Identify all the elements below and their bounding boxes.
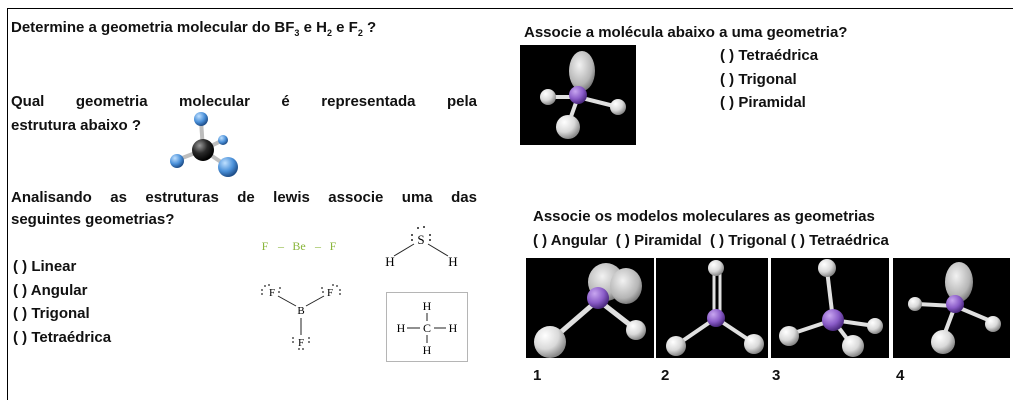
q1-subscript-3: 3 (294, 28, 300, 38)
ch4-h-left: H (397, 321, 406, 335)
question-5-title: Associe os modelos moleculares as geomet… (533, 208, 875, 225)
word: das (451, 189, 477, 206)
word: associe (328, 189, 384, 206)
word: de (237, 189, 255, 206)
question-2-line-1: Qual geometria molecular é representada … (11, 92, 477, 111)
question-3-line-1: Analisando as estruturas de lewis associ… (11, 188, 477, 207)
model-3-image (771, 258, 889, 358)
q4-option-piramidal[interactable]: ( ) Piramidal (720, 94, 806, 111)
lewis-h2s: S H H (385, 226, 458, 269)
bf3-f-left: F (269, 287, 275, 299)
word: molecular (179, 93, 250, 110)
bef2-f-left: F (262, 239, 269, 253)
bf3-f-bottom: F (298, 337, 304, 349)
word: geometria (75, 93, 148, 110)
option-linear[interactable]: ( ) Linear (13, 258, 77, 275)
word: uma (401, 189, 433, 206)
ch4-h-bottom: H (423, 343, 432, 357)
word: lewis (273, 189, 310, 206)
q1-subscript-2b: 2 (357, 28, 363, 38)
ch4-h-right: H (449, 321, 458, 335)
q1-suffix: ? (362, 19, 377, 36)
question-2-line-2: estrutura abaixo ? (11, 117, 142, 134)
bf3-f-right: F (327, 287, 333, 299)
frame-left-border (7, 8, 8, 400)
trigonal-molecule-image (170, 112, 238, 177)
word: pela (446, 93, 477, 110)
question-5-options[interactable]: ( ) Angular ( ) Piramidal ( ) Trigonal (… (533, 232, 889, 249)
lewis-bf3: F F B F (261, 284, 341, 350)
q4-option-tetraedrica[interactable]: ( ) Tetraédrica (720, 47, 819, 64)
word: as (110, 189, 127, 206)
h2s-s: S (417, 232, 424, 247)
question-3-line-2: seguintes geometrias? (11, 211, 175, 228)
q1-text-f: e F (331, 19, 358, 36)
word: Analisando (11, 189, 92, 206)
q1-text: Determine a geometria molecular do BF (11, 19, 295, 36)
q1-text-h: e H (299, 19, 327, 36)
lewis-ch4-box: H H C H H (386, 292, 468, 362)
model-number-2: 2 (661, 367, 670, 384)
ch4-c: C (423, 321, 431, 335)
geometry-options: ( ) Linear ( ) Angular ( ) Trigonal ( ) … (13, 255, 111, 349)
model-2-image (656, 258, 768, 358)
option-tetraedrica[interactable]: ( ) Tetraédrica (13, 328, 112, 346)
word: estruturas (145, 189, 219, 206)
q1-subscript-2a: 2 (326, 28, 332, 38)
q4-molecule-image (520, 45, 636, 145)
model-4-image (893, 258, 1010, 358)
bef2-f-right: F (330, 239, 337, 253)
bf3-b: B (297, 305, 304, 317)
model-number-3: 3 (772, 367, 781, 384)
model-1-image (526, 258, 654, 358)
question-4-options: ( ) Tetraédrica ( ) Trigonal ( ) Piramid… (720, 44, 818, 115)
option-angular[interactable]: ( ) Angular (13, 281, 88, 299)
lewis-bef2: F – Be – F (262, 239, 337, 253)
word: é (281, 93, 290, 110)
question-1: Determine a geometria molecular do BF3 e… (11, 18, 376, 43)
h2s-h-right: H (448, 254, 457, 269)
bef2-be: Be (292, 239, 305, 253)
h2s-h-left: H (385, 254, 394, 269)
word: Qual (11, 93, 45, 110)
frame-top-border (7, 8, 1013, 9)
model-number-1: 1 (533, 367, 542, 384)
bef2-bond-right: – (314, 239, 322, 253)
word: representada (321, 93, 416, 110)
model-number-4: 4 (896, 367, 905, 384)
q4-option-trigonal[interactable]: ( ) Trigonal (720, 70, 797, 88)
bef2-bond-left: – (277, 239, 285, 253)
option-trigonal[interactable]: ( ) Trigonal (13, 305, 90, 322)
ch4-h-top: H (423, 299, 432, 313)
lewis-ch4: H H C H H (397, 299, 458, 357)
question-4-title: Associe a molécula abaixo a uma geometri… (524, 24, 848, 41)
